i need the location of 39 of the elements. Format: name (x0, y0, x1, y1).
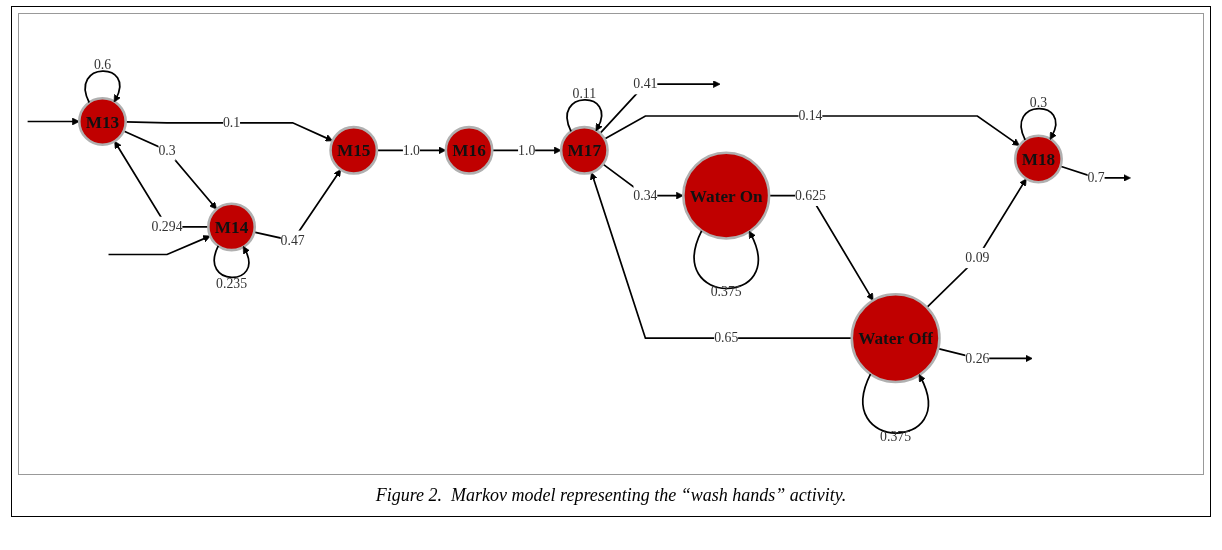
edge-label: 1.0 (518, 142, 536, 158)
edge-label: 0.65 (714, 330, 739, 346)
edge-label: 0.3 (1029, 95, 1048, 110)
self-loop-arrow (693, 230, 759, 290)
arrow (1059, 165, 1131, 182)
edge-label: 0.375 (880, 429, 912, 445)
state-circle: M17 (559, 126, 609, 176)
state-circle: M18 (1013, 134, 1063, 184)
self-loop-arrow (84, 70, 121, 104)
state-circle: M13 (78, 97, 127, 147)
edge-label: 0.294 (151, 219, 183, 235)
edge-label: 0.47 (280, 233, 305, 248)
edge-label: 0.14 (798, 108, 823, 124)
self-loop-arrow (566, 99, 603, 133)
edge-label: 0.34 (633, 188, 658, 203)
self-loop-arrow (862, 373, 929, 435)
edge-label: 0.6 (93, 57, 112, 73)
self-loop-arrow (213, 245, 250, 279)
state-circle: Water Off (850, 293, 941, 384)
figure-caption: Figure 2. Markov model representing the “wash hands” activity. (375, 485, 847, 506)
state-circle: M16 (444, 126, 494, 176)
state-circle: M15 (329, 126, 379, 176)
edge-label: 1.0 (402, 142, 420, 158)
arrow (603, 115, 1020, 147)
state-circle: M14 (207, 202, 257, 252)
edge-label: 0.26 (965, 350, 990, 366)
state-circle: Water On (682, 151, 771, 241)
edge-label: 0.235 (216, 276, 248, 291)
edge-label: 0.41 (633, 76, 658, 92)
edge-label: 0.625 (794, 188, 826, 203)
edge-label: 0.7 (1087, 170, 1105, 186)
self-loop-arrow (1020, 107, 1057, 142)
edge-label: 0.09 (965, 250, 990, 266)
edge-label: 0.3 (158, 142, 176, 158)
edge-label: 0.1 (222, 115, 241, 130)
arrow (26, 117, 80, 126)
edge-label: 0.375 (710, 284, 742, 300)
edge-label: 0.11 (572, 86, 597, 102)
arrow (107, 235, 211, 256)
